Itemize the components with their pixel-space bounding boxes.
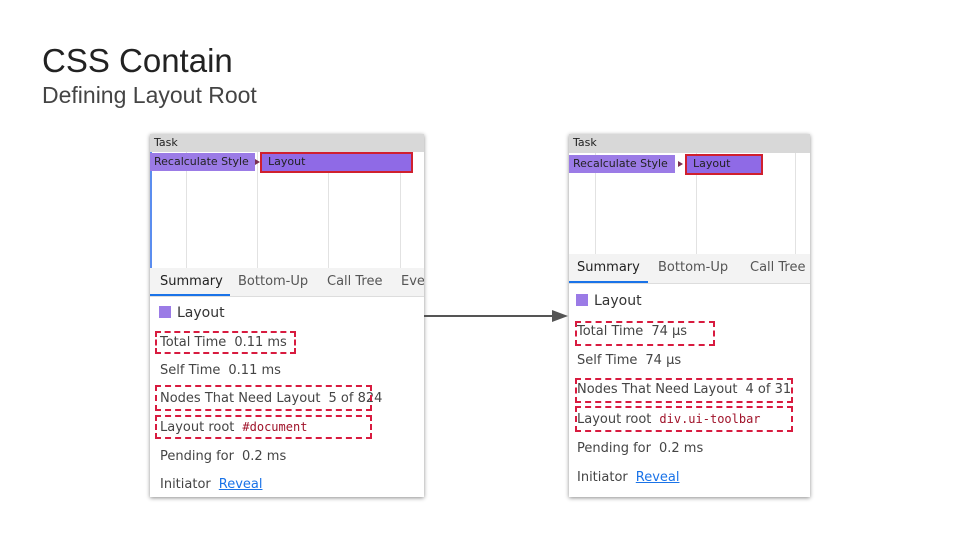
highlight-nodes [155, 385, 372, 411]
devtools-panel-before: Task Recalculate Style Layout Summary Bo… [150, 134, 424, 497]
comparison-arrow-icon [424, 310, 568, 322]
devtools-panel-after: Task Recalculate Style Layout Summary Bo… [569, 134, 810, 497]
layout-root-row: Layout root#document [160, 420, 308, 435]
event-title: Layout [159, 305, 225, 321]
layout-root-value[interactable]: div.ui-toolbar [659, 412, 761, 426]
recalculate-style-event[interactable]: Recalculate Style [569, 155, 675, 173]
layout-color-swatch [159, 306, 171, 318]
tab-call-tree[interactable]: Call Tree [327, 274, 383, 289]
timeline: Task Recalculate Style Layout [150, 134, 424, 268]
task-track-label: Task [150, 134, 424, 152]
tab-call-tree[interactable]: Call Tree [750, 260, 806, 275]
initiator-arrow-icon [255, 159, 260, 165]
layout-event-selected[interactable]: Layout [260, 152, 413, 173]
tab-summary[interactable]: Summary [577, 260, 640, 275]
layout-color-swatch [576, 294, 588, 306]
tab-bottom-up[interactable]: Bottom-Up [658, 260, 729, 275]
highlight-nodes [575, 378, 793, 403]
slide-title: CSS Contain [42, 42, 233, 79]
slide-subtitle: Defining Layout Root [42, 82, 257, 108]
highlight-total-time [575, 321, 715, 346]
details-tabs: Summary Bottom-Up Call Tree Eve [150, 268, 424, 297]
tab-event-log[interactable]: Eve [401, 274, 424, 289]
task-track-label: Task [569, 134, 810, 153]
timeline-edge [150, 134, 152, 268]
highlight-layout-root [575, 406, 793, 432]
event-title: Layout [576, 293, 642, 309]
recalculate-style-event[interactable]: Recalculate Style [150, 153, 255, 171]
reveal-link[interactable]: Reveal [635, 470, 680, 485]
layout-event-selected[interactable]: Layout [685, 154, 763, 175]
tab-bottom-up[interactable]: Bottom-Up [238, 274, 309, 289]
layout-root-value[interactable]: #document [242, 420, 308, 434]
tab-summary[interactable]: Summary [160, 274, 223, 289]
reveal-link[interactable]: Reveal [218, 477, 263, 492]
timeline: Task Recalculate Style Layout [569, 134, 810, 254]
details-tabs: Summary Bottom-Up Call Tree [569, 254, 810, 284]
initiator-arrow-icon [678, 161, 683, 167]
highlight-total-time [155, 331, 296, 354]
highlight-layout-root [155, 415, 372, 439]
